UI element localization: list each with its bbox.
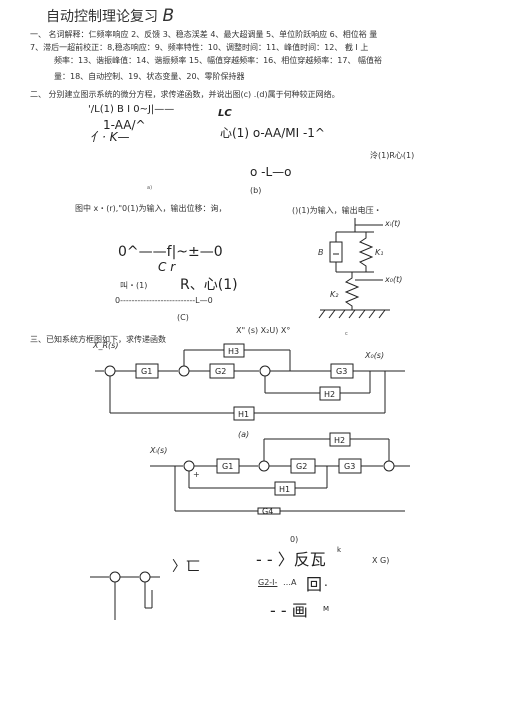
page-title: 自动控制理论复习 B	[46, 6, 174, 26]
section1-line3: 频率：13、谐振峰值：14、谐振频率 15、幅值穿越频率：16、相位穿越频率：1…	[54, 56, 382, 65]
d-b-label: B	[318, 248, 324, 257]
fig-a-mid: 1-AA/^	[103, 118, 146, 132]
a-g3-text: G3	[336, 367, 347, 376]
fig-a-tag: a)	[147, 185, 153, 191]
b-g2-text: G2	[296, 462, 307, 471]
fig-c-bottom: 0--------------------------L—0	[115, 296, 213, 305]
fig-b-label: (b)	[250, 186, 262, 195]
b-h1-text: H1	[279, 485, 290, 494]
b-g3-text: G3	[344, 462, 355, 471]
a-output-label: X₀(s)	[365, 351, 385, 360]
section1-line2: 7、滞后一超前校正：8,稳态响应：9、频率特性：10、调整时间：11、峰值时间：…	[30, 43, 369, 52]
bottom-line1: - - 〉反瓦	[256, 550, 326, 569]
a-input-label: X_R(s)	[93, 341, 119, 350]
d-xi-label: xᵢ(t)	[385, 219, 401, 228]
section3-heading: 三、已知系统方框图如下，求传递函数	[30, 335, 166, 344]
bottom-box: 回	[306, 575, 323, 594]
fig-b-input: 心(1) o-AA/MI -1^	[220, 126, 325, 140]
fig-b-caption: ()(1)为输入，输出电压・	[292, 206, 382, 215]
fig-c-r: R、心(1)	[180, 277, 238, 293]
section2-heading: 二、 分别建立图示系统的微分方程，求传递函数，并说出图(c) .(d)属于何种较…	[30, 90, 340, 99]
fig-b-output: o -L—o	[250, 165, 292, 179]
b-g4-text: G4	[262, 507, 273, 516]
bottom-k: k	[337, 546, 342, 554]
title-text: 自动控制理论复习	[46, 9, 158, 25]
a-diagram-label: (a)	[238, 430, 250, 439]
title-mark: B	[162, 6, 175, 26]
fig-c-label: (C)	[177, 313, 189, 322]
fig-a-top: '/L(1) B I 0~J|——	[88, 104, 175, 115]
d-xo-label: x₀(t)	[385, 275, 403, 284]
d-k2-label: K₂	[330, 290, 339, 299]
fig-a-caption: 图中 x・(r),"0(1)为输入，输出位移：询，	[75, 204, 227, 213]
fig-a-bot: 亻· K—	[90, 130, 130, 144]
fig-c-left: 叫・(1)	[120, 281, 148, 290]
bottom-a: …A	[283, 578, 297, 587]
fig-c-cr: C r	[158, 260, 176, 274]
bottom-xg: X G)	[372, 556, 390, 565]
b-g1-text: G1	[222, 462, 233, 471]
fig-d-caption: X" (s) X₂U) X°	[236, 326, 291, 335]
ground-hatch	[318, 309, 386, 319]
bottom-tag: 0)	[290, 535, 299, 544]
a-g1-text: G1	[141, 367, 152, 376]
b-input-label: Xᵢ(s)	[150, 446, 168, 455]
fig-d-tag: c	[345, 331, 348, 337]
bottom-g2: G2-I-	[258, 578, 278, 587]
a-g2-text: G2	[215, 367, 226, 376]
fig-b-right: 泠(1)R心(1)	[370, 151, 415, 160]
frag-sum1	[109, 571, 121, 583]
a-h3-text: H3	[228, 347, 239, 356]
b-h2-text: H2	[334, 436, 345, 445]
a-h2-text: H2	[324, 390, 335, 399]
bottom-dot: .	[324, 575, 328, 589]
bottom-symbol: 〉匸	[172, 559, 200, 575]
a-h1-text: H1	[238, 410, 249, 419]
fig-c-top: 0^——f|~±—0	[118, 244, 223, 260]
frag-sum2	[139, 571, 151, 583]
b-plus-sign: +	[193, 470, 200, 479]
section1-line4: 量：18、自动控制、19、状态变量、20、零阶保持器	[54, 72, 245, 81]
bottom-line3: - - 画	[270, 601, 308, 620]
bottom-m: M	[323, 605, 330, 613]
spring-k2	[344, 272, 360, 310]
spring-k1	[358, 232, 374, 272]
fig-lc-label: LC	[218, 108, 232, 119]
d-k1-label: K₁	[375, 248, 384, 257]
section1-line1: 一、 名词解释：仁频率响应 2、反馈 3、稳态渓差 4、最大超调量 5、单位阶跃…	[30, 30, 378, 39]
